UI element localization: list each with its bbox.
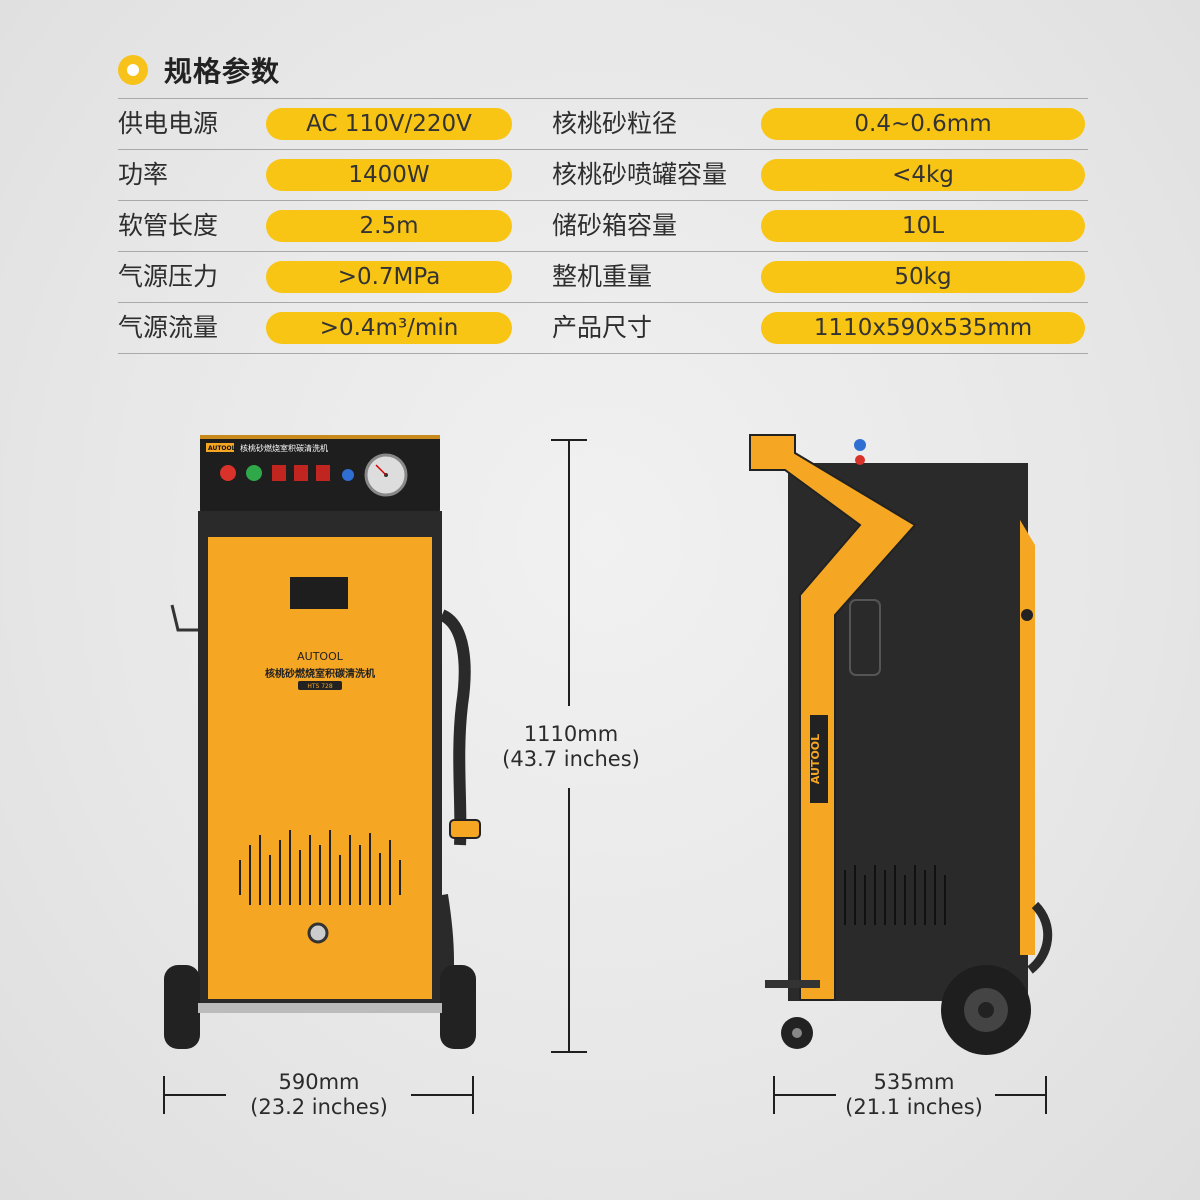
red-button-icon [220,465,236,481]
section-title: 规格参数 [118,48,280,92]
width-dim-line-left [164,1094,226,1096]
machine-side-view: AUTOOL [749,434,1053,1055]
depth-mm: 535mm [873,1070,955,1094]
depth-dimension-label: 535mm (21.1 inches) [830,1070,998,1120]
side-vent [844,865,946,925]
connector-icon [855,455,865,465]
height-dim-tick-top [551,439,587,441]
spec-value: 10L [761,210,1085,242]
spec-row: 软管长度 2.5m 储砂箱容量 10L [118,201,1088,252]
hose-nozzle [449,819,481,839]
switch-icon [272,465,286,481]
side-brand-text: AUTOOL [809,734,822,784]
depth-inches: (21.1 inches) [845,1095,983,1119]
section-title-text: 规格参数 [164,55,281,88]
height-dim-line-bottom [568,788,570,1052]
spec-row: 功率 1400W 核桃砂喷罐容量 <4kg [118,150,1088,201]
spec-value: AC 110V/220V [266,108,512,140]
side-frame [749,434,917,1001]
knob-icon [342,469,354,481]
spec-label: 气源流量 [118,313,219,342]
spec-value: 1110x590x535mm [761,312,1085,344]
green-button-icon [246,465,262,481]
spec-value: 0.4~0.6mm [761,108,1085,140]
bullet-circle-icon [118,55,148,85]
width-dim-tick-right [472,1076,474,1114]
height-inches: (43.7 inches) [502,747,640,771]
spec-value: 2.5m [266,210,512,242]
width-mm: 590mm [278,1070,360,1094]
height-dim-line-top [568,440,570,706]
spec-value: <4kg [761,159,1085,191]
spec-label: 整机重量 [552,262,653,291]
spec-value: 50kg [761,261,1085,293]
height-mm: 1110mm [523,722,619,746]
panel-logo [206,443,234,452]
spec-table: 供电电源 AC 110V/220V 核桃砂粒径 0.4~0.6mm 功率 140… [118,98,1088,354]
height-dimension-label: 1110mm (43.7 inches) [479,722,663,772]
spec-value: >0.7MPa [266,261,512,293]
gun-holster [849,599,881,676]
panel-brand-text: AUTOOL [208,445,236,452]
spec-value: >0.4m³/min [266,312,512,344]
front-panel [208,537,432,999]
hose [438,609,471,846]
spec-label: 功率 [118,160,169,189]
switch-icon [294,465,308,481]
spec-label: 核桃砂粒径 [552,109,678,138]
vent-grille [239,830,401,905]
depth-dim-line-right [995,1094,1047,1096]
spec-label: 核桃砂喷罐容量 [552,160,728,189]
spec-row: 气源流量 >0.4m³/min 产品尺寸 1110x590x535mm [118,303,1088,354]
spec-row: 供电电源 AC 110V/220V 核桃砂粒径 0.4~0.6mm [118,99,1088,150]
front-brand-text: AUTOOL [297,650,344,663]
spec-label: 供电电源 [118,109,219,138]
handle-slot [290,577,348,609]
height-dim-tick-bottom [551,1051,587,1053]
wheel-icon [440,965,476,1049]
width-dimension-label: 590mm (23.2 inches) [224,1070,414,1120]
wheel-icon [164,965,200,1049]
connector-icon [854,439,866,451]
front-title-text: 核桃砂燃烧室积碳清洗机 [265,667,375,680]
width-dim-line-right [411,1094,473,1096]
spec-label: 储砂箱容量 [552,211,678,240]
spec-label: 气源压力 [118,262,219,291]
spec-row: 气源压力 >0.7MPa 整机重量 50kg [118,252,1088,303]
side-hose [1027,901,1053,974]
panel-title-text: 核桃砂燃烧室积碳清洗机 [240,443,328,453]
depth-dim-tick-right [1045,1076,1047,1114]
front-model-text: HTS 728 [307,683,333,690]
spec-label: 软管长度 [118,211,219,240]
spec-label: 产品尺寸 [552,313,653,342]
depth-dim-line-left [774,1094,836,1096]
switch-icon [316,465,330,481]
spec-value: 1400W [266,159,512,191]
width-inches: (23.2 inches) [250,1095,388,1119]
air-inlet-icon [307,922,329,944]
machine-front-view: AUTOOL 核桃砂燃烧室积碳清洗机 AUTOOL 核桃砂燃烧室积碳清洗机 HT… [164,435,481,1049]
